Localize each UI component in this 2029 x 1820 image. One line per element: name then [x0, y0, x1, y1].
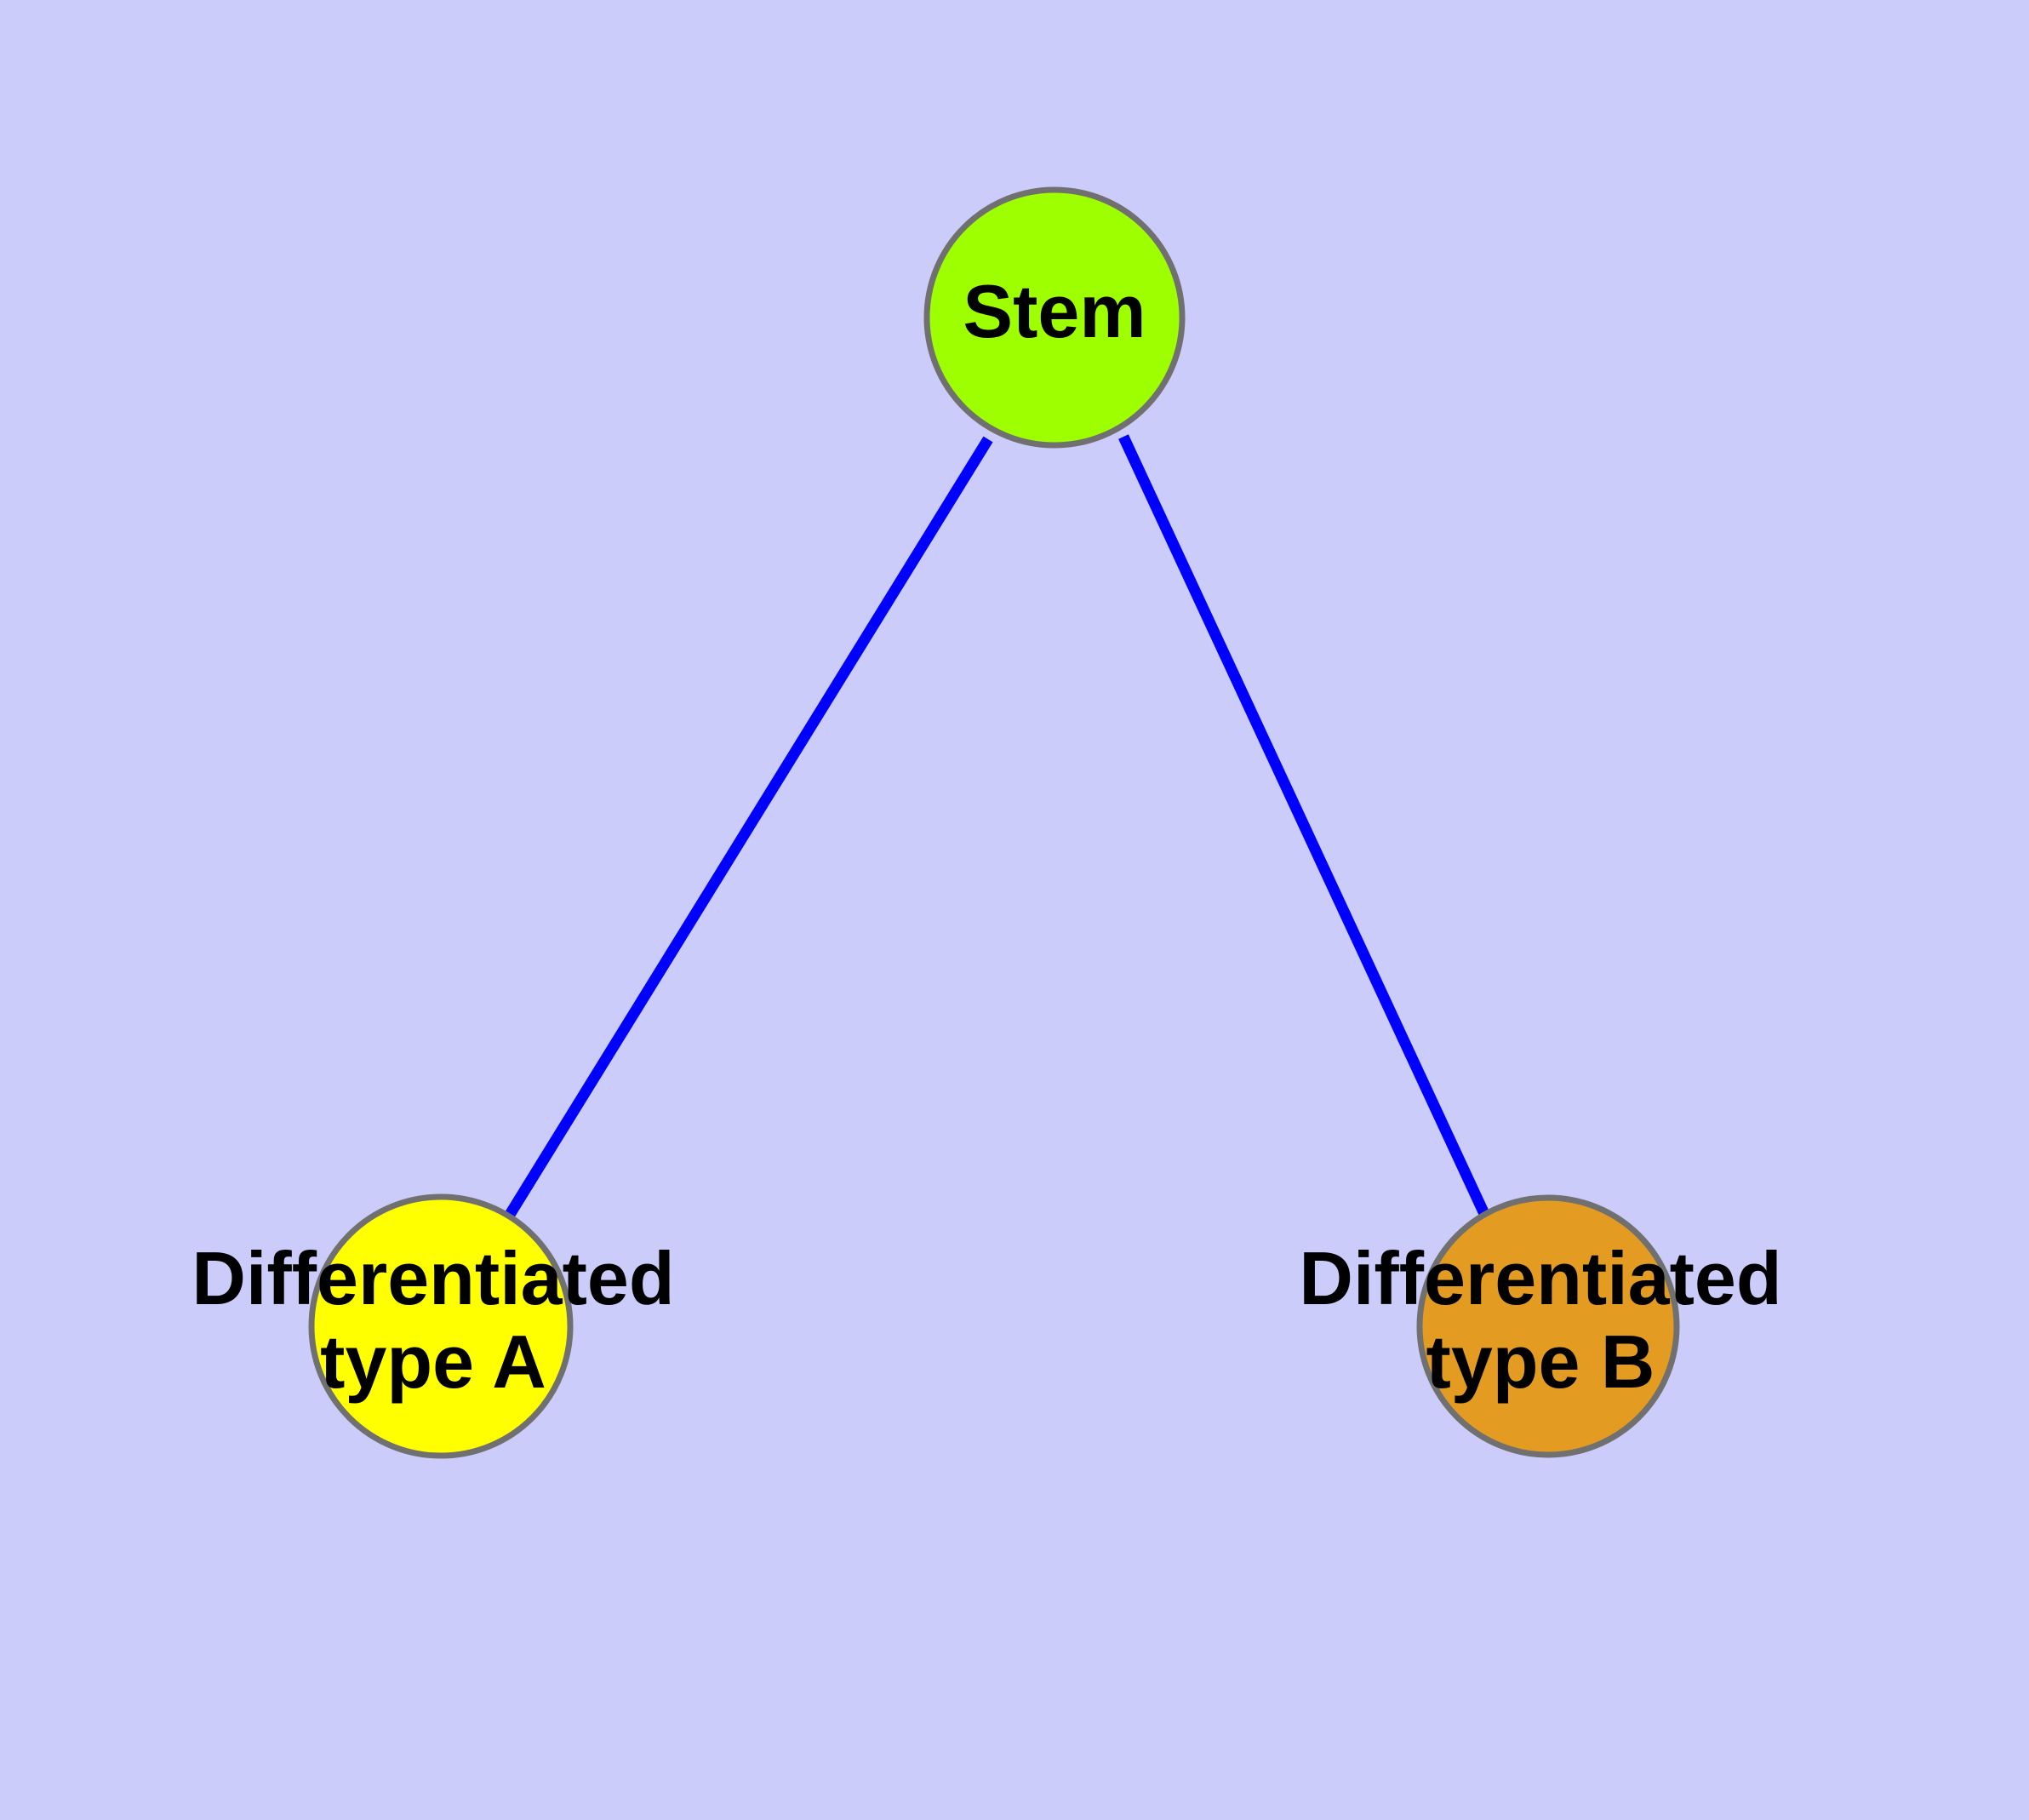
graph-edge-stem-to-diff-a[interactable] [503, 436, 993, 1221]
graph-node-stem[interactable] [923, 186, 1186, 449]
node-label-line: type A [320, 1319, 546, 1404]
node-label-stem: Stem [963, 269, 1146, 353]
nodes-layer [308, 186, 1680, 1459]
node-label-line: Stem [963, 269, 1146, 353]
graph-edge-stem-to-diff-b[interactable] [1118, 434, 1490, 1218]
graph-node-diff-b[interactable] [1416, 1194, 1680, 1458]
node-label-line: Differentiated [1299, 1236, 1781, 1320]
graph-node-diff-a[interactable] [308, 1193, 574, 1459]
node-label-line: type B [1426, 1319, 1655, 1404]
node-label-line: Differentiated [191, 1236, 674, 1320]
edges-layer [503, 434, 1490, 1221]
